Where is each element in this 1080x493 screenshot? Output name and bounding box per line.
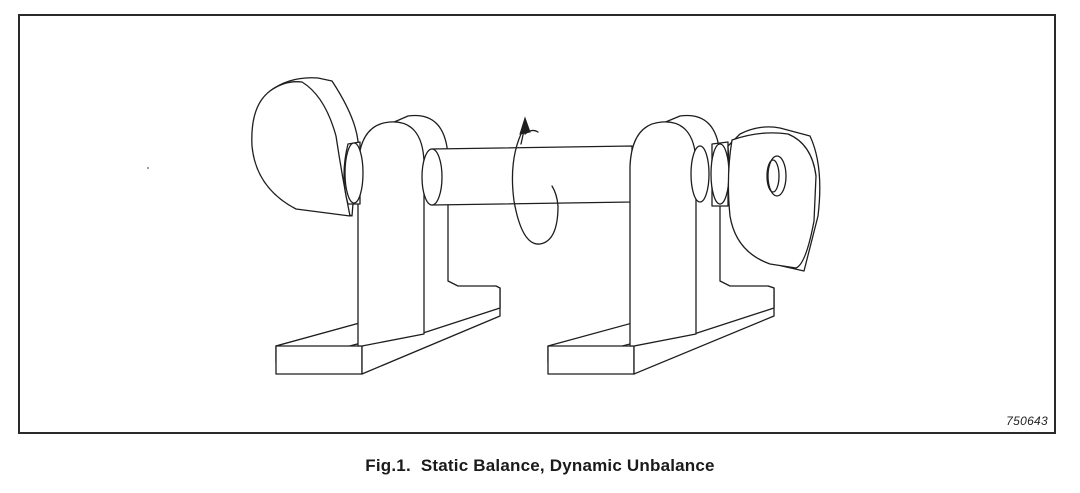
- left-unbalance-disc: [251, 77, 364, 217]
- rotation-arrow-icon: [511, 116, 559, 245]
- right-upright-front: [629, 121, 697, 347]
- main-shaft: [421, 145, 633, 206]
- left-bearing-pedestal: [275, 114, 501, 375]
- figure-title: Static Balance, Dynamic Unbalance: [420, 456, 715, 475]
- figure-number: Fig.1.: [365, 456, 411, 475]
- right-base-front: [547, 345, 635, 375]
- right-bearing-pedestal: [547, 114, 775, 375]
- right-disc-face: [727, 132, 817, 269]
- left-base-front: [275, 345, 363, 375]
- figure-frame: 750643: [18, 14, 1056, 434]
- left-upright-front: [357, 121, 425, 347]
- rotor-diagram: [147, 77, 821, 375]
- right-disc-hole: [767, 155, 787, 197]
- right-unbalance-disc: [710, 126, 821, 272]
- figure-code: 750643: [1006, 414, 1048, 428]
- shaft-end-left: [421, 148, 443, 206]
- figure-caption: Fig.1. Static Balance, Dynamic Unbalance: [0, 456, 1080, 476]
